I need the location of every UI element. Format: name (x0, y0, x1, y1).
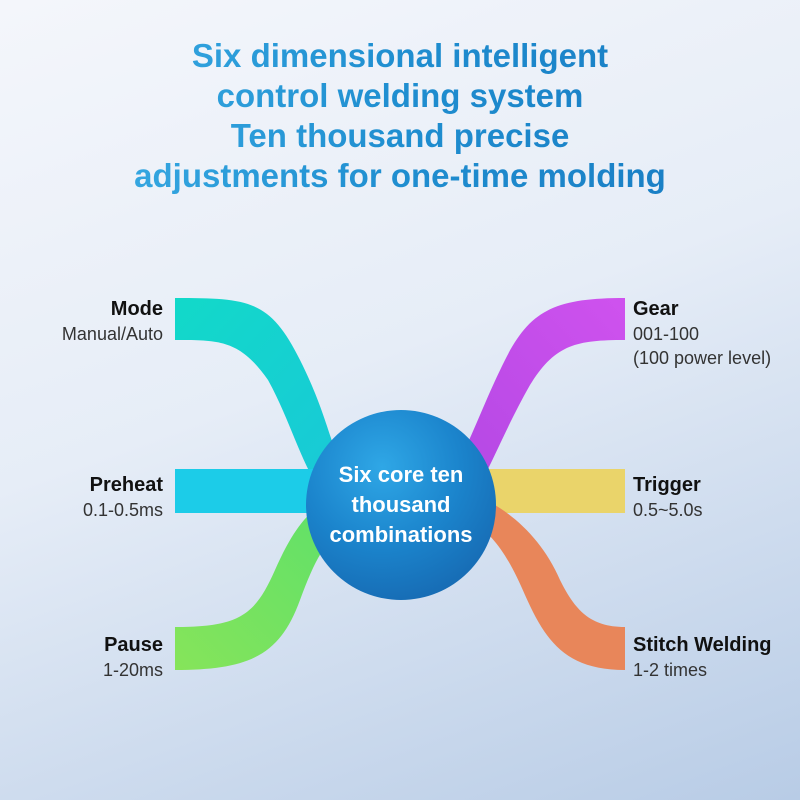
node-stitch-welding-value: 1-2 times (633, 660, 708, 680)
node-mode: Mode Manual/Auto (62, 296, 163, 346)
node-trigger-value: 0.5~5.0s (633, 500, 703, 520)
hub-label: Six core ten thousand combinations (329, 462, 473, 547)
center-hub: Six core ten thousand combinations (306, 410, 496, 600)
node-gear-title: Gear (633, 298, 679, 320)
branch-mode (175, 298, 350, 490)
node-pause-title: Pause (104, 634, 163, 656)
node-mode-value: Manual/Auto (61, 324, 163, 344)
node-gear-value-2: (100 power level) (633, 348, 772, 368)
branch-stitch-welding (470, 505, 625, 670)
branch-preheat (175, 469, 330, 513)
node-mode-title: Mode (110, 298, 163, 320)
node-pause: Pause 1-20ms (103, 632, 163, 682)
node-stitch-welding: Stitch Welding 1-2 times (633, 632, 772, 682)
node-trigger: Trigger 0.5~5.0s (633, 472, 703, 522)
node-preheat-value: 0.1-0.5ms (82, 500, 163, 520)
node-preheat: Preheat 0.1-0.5ms (83, 472, 163, 522)
node-stitch-welding-title: Stitch Welding (633, 634, 772, 656)
node-preheat-title: Preheat (89, 474, 163, 496)
node-gear-value: 001-100 (633, 324, 700, 344)
node-gear: Gear 001-100 (100 power level) (633, 296, 771, 370)
node-pause-value: 1-20ms (102, 660, 163, 680)
branch-gear (455, 298, 625, 485)
node-trigger-title: Trigger (633, 474, 701, 496)
branch-trigger (470, 469, 625, 513)
branch-pause (175, 500, 345, 670)
